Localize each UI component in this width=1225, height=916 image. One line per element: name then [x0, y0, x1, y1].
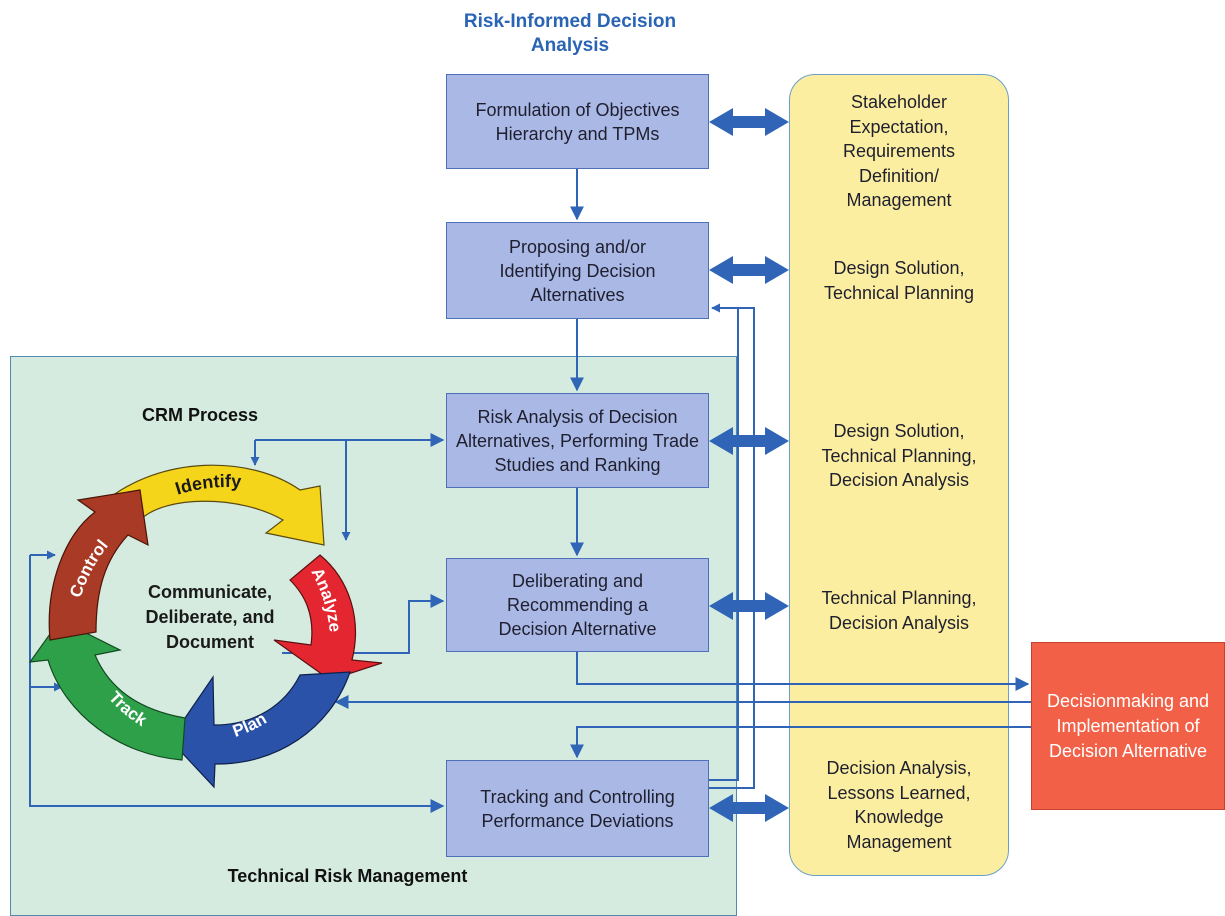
diagram-title: Risk-Informed Decision Analysis [463, 11, 677, 56]
crm-center-text: Communicate, Deliberate, and Document [145, 582, 275, 652]
arrow-deliberating-to-decision [576, 652, 1030, 691]
thick-arrow-4 [709, 592, 789, 620]
thick-arrow-1 [709, 108, 789, 136]
step-risk-analysis[interactable]: Risk Analysis of Decision Alternatives, … [446, 393, 709, 488]
cycle-identify-arrow [101, 464, 325, 546]
crm-process-label: CRM Process [141, 405, 259, 425]
side-lessons-learned: Decision Analysis, Lessons Learned, Know… [826, 758, 972, 852]
thick-arrow-3 [709, 427, 789, 455]
side-technical-planning: Technical Planning, Decision Analysis [821, 588, 977, 633]
arrow-decision-to-tracking [570, 726, 1031, 759]
cycle-analyze-arrow [273, 554, 383, 681]
step-deliberating[interactable]: Deliberating and Recommending a Decision… [446, 558, 709, 652]
step-deliberating-label: Deliberating and Recommending a Decision… [498, 571, 657, 639]
cycle-plan-arrow [169, 671, 351, 789]
side-stakeholder: Stakeholder Expectation, Requirements De… [842, 92, 956, 210]
side-design-planning-analysis: Design Solution, Technical Planning, Dec… [821, 421, 977, 490]
side-design-planning: Design Solution, Technical Planning [823, 258, 975, 303]
arrow-left-loop-to-tracking [29, 555, 445, 813]
arrow-tracking-feedback-inner [709, 308, 739, 781]
step-proposing-label: Proposing and/or Identifying Decision Al… [499, 236, 656, 305]
step-tracking-label: Tracking and Controlling Performance Dev… [480, 786, 675, 831]
decision-implementation-label: Decisionmaking and Implementation of Dec… [1046, 690, 1210, 761]
systems-engineering-processes-panel [789, 74, 1009, 876]
cycle-control-arrow [48, 489, 149, 641]
thick-arrow-2 [709, 256, 789, 284]
decision-implementation-box[interactable]: Decisionmaking and Implementation of Dec… [1031, 642, 1225, 810]
thick-arrow-5 [709, 794, 789, 822]
arrow-tracking-feedback-outer [709, 303, 755, 789]
thick-bidirectional-arrows [709, 108, 789, 822]
step-formulation-label: Formulation of Objectives Hierarchy and … [475, 99, 680, 144]
technical-risk-management-label: Technical Risk Management [227, 866, 468, 886]
cycle-track-arrow [28, 619, 186, 761]
step-risk-analysis-label: Risk Analysis of Decision Alternatives, … [455, 406, 700, 475]
step-formulation[interactable]: Formulation of Objectives Hierarchy and … [446, 74, 709, 169]
step-proposing[interactable]: Proposing and/or Identifying Decision Al… [446, 222, 709, 319]
step-tracking[interactable]: Tracking and Controlling Performance Dev… [446, 760, 709, 857]
